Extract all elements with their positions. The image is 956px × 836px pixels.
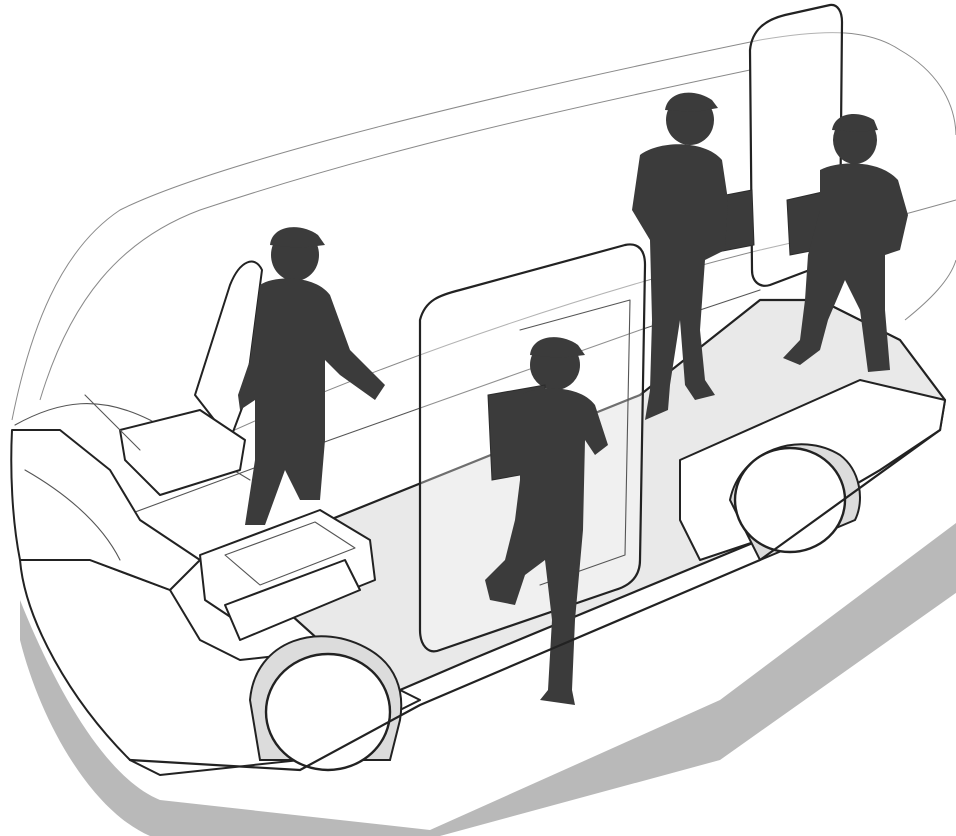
front-wheel	[250, 636, 401, 770]
person-1-cap	[270, 227, 325, 248]
person-3-cap	[665, 93, 718, 112]
person-1-body	[238, 278, 385, 525]
rear-tire	[735, 448, 845, 552]
front-tire	[266, 654, 390, 770]
driver-seat	[85, 262, 262, 495]
rear-roof-edge	[905, 260, 956, 320]
steering-column	[85, 395, 140, 450]
